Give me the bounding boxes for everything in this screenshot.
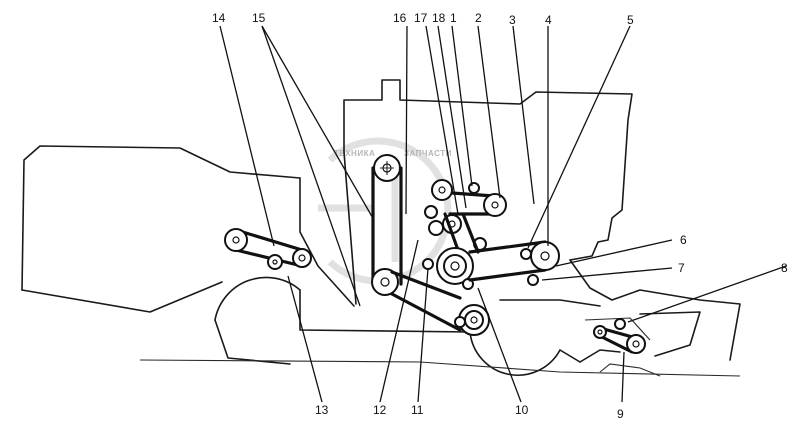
callout-labels: 14 15 16 17 18 1 2 3 4 5 6 7 8 9 10 11 1… xyxy=(212,11,788,421)
callout-9: 9 xyxy=(617,407,624,421)
elevator-belt xyxy=(371,154,462,332)
watermark-brand-left: ТЕХНИКА xyxy=(334,149,375,158)
callout-18: 18 xyxy=(432,11,446,25)
callout-6: 6 xyxy=(680,233,687,247)
leader-lines xyxy=(219,25,787,403)
rear-drive-group xyxy=(593,318,646,354)
callout-15: 15 xyxy=(252,11,266,25)
callout-3: 3 xyxy=(509,13,516,27)
callout-12: 12 xyxy=(373,403,387,417)
central-drive-cluster xyxy=(422,179,560,336)
callout-17: 17 xyxy=(414,11,428,25)
callout-8: 8 xyxy=(781,261,788,275)
watermark-brand-right: ЗАПЧАСТИ xyxy=(404,149,452,158)
callout-4: 4 xyxy=(545,13,552,27)
callout-2: 2 xyxy=(475,11,482,25)
machine-body-outline xyxy=(21,79,741,377)
callout-7: 7 xyxy=(678,261,685,275)
callout-10: 10 xyxy=(515,403,529,417)
callout-16: 16 xyxy=(393,11,407,25)
callout-11: 11 xyxy=(411,403,424,417)
callout-5: 5 xyxy=(627,13,634,27)
left-drive-group xyxy=(224,228,312,270)
callout-14: 14 xyxy=(212,11,226,25)
callout-13: 13 xyxy=(315,403,329,417)
callout-1: 1 xyxy=(450,11,457,25)
